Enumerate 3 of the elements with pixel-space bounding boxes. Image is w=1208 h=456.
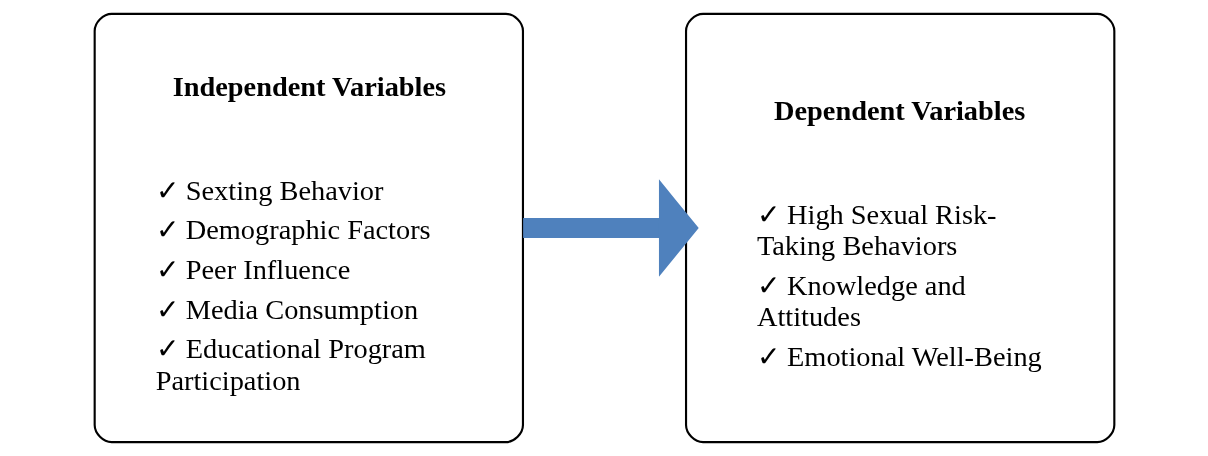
arrow xyxy=(522,179,699,277)
node-box: Dependent Variables ✓ High Sexual Risk-Taking Behaviors ✓ Knowledge and Attitudes ✓ Emotional Well-Being xyxy=(684,12,1115,444)
node-box: Independent Variables ✓ Sexting Behavior ✓ Demographic Factors ✓ Peer Influence ✓ Media Consumption ✓ Educational Program Participation xyxy=(93,12,524,444)
